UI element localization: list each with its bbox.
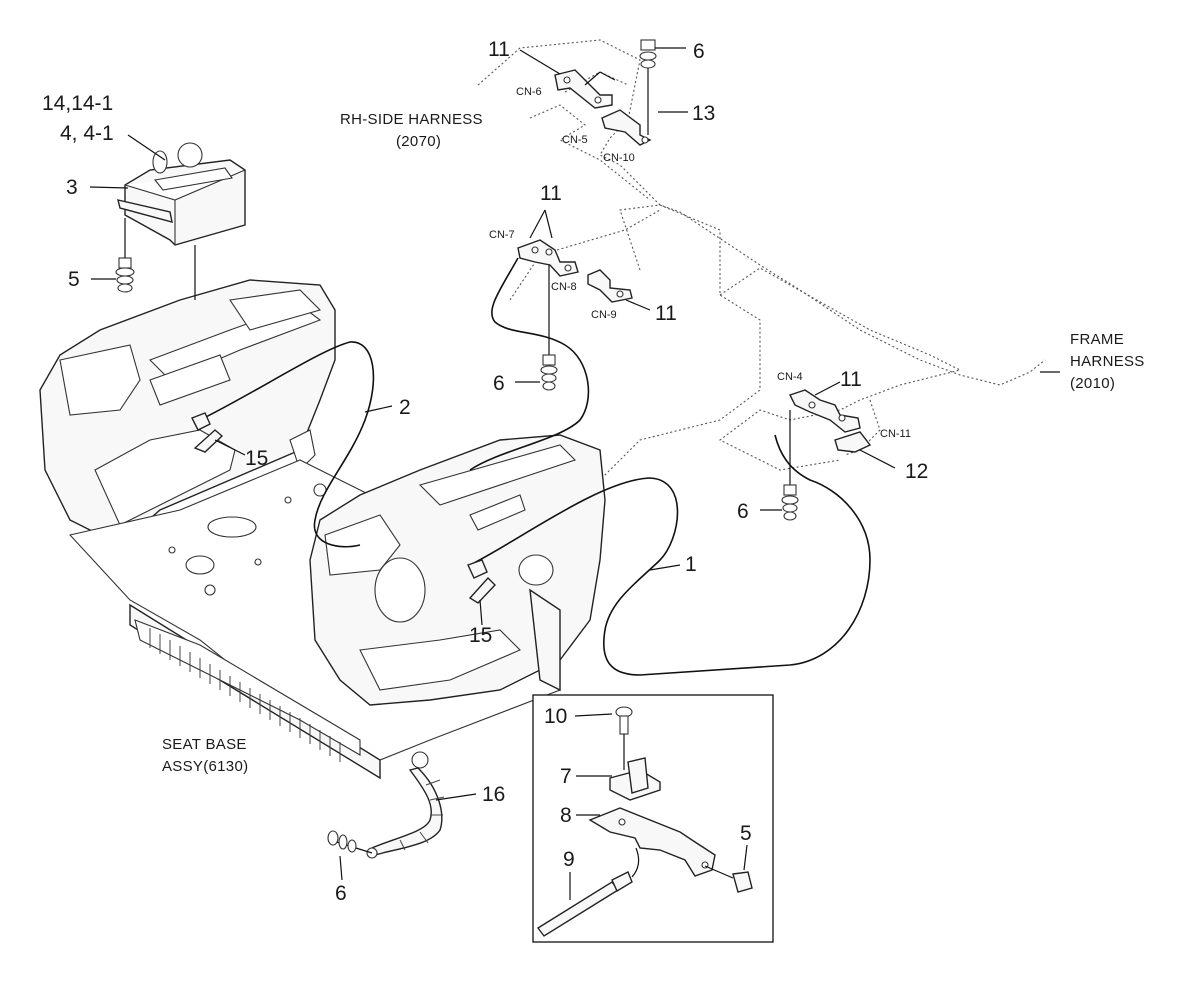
frame-harness-outline	[509, 204, 962, 481]
harness-wire-cn-7-8	[469, 257, 590, 471]
label-item-9: 9	[563, 848, 575, 871]
harness-wire-item-2	[199, 341, 375, 548]
label-item-12: 12	[905, 460, 928, 483]
label-item-13: 13	[692, 102, 715, 125]
label-item-6-right: 6	[737, 500, 749, 523]
label-item-11-top: 11	[488, 38, 510, 61]
switch-item-7	[609, 757, 661, 801]
label-item-3: 3	[66, 176, 78, 199]
caption-seat-base-assy: SEAT BASE	[162, 736, 247, 753]
rh-side-harness-outline	[477, 39, 1046, 386]
bolt-item-6-right	[781, 410, 799, 521]
connector-clip-lower	[467, 559, 496, 604]
connector-label-cn-5: CN-5	[562, 134, 588, 146]
leader-lines	[89, 47, 1060, 900]
connector-label-cn-7: CN-7	[489, 229, 515, 241]
bracket-cn-9	[587, 269, 633, 303]
label-item-16: 16	[482, 783, 505, 806]
bracket-item-13	[601, 109, 652, 146]
connector-label-cn-10: CN-10	[603, 152, 635, 164]
label-item-15-lower: 15	[469, 624, 492, 647]
label-item-14: 14,14-1	[42, 92, 113, 115]
label-item-10: 10	[544, 705, 567, 728]
label-item-5-inset: 5	[740, 822, 752, 845]
label-item-1: 1	[685, 553, 697, 576]
bracket-cn-5-6	[554, 69, 613, 109]
label-item-5-left: 5	[68, 268, 80, 291]
bracket-item-8	[588, 807, 716, 877]
connector-clip-upper	[191, 412, 224, 453]
connector-label-cn-4: CN-4	[777, 371, 803, 383]
connector-label-cn-9: CN-9	[591, 309, 617, 321]
screw-item-10	[615, 706, 633, 770]
harness-wire-item-1	[469, 434, 871, 676]
label-item-7: 7	[560, 765, 572, 788]
caption-rh-side-harness: RH-SIDE HARNESS	[340, 111, 483, 128]
caption-frame-harness-line2: HARNESS	[1070, 353, 1145, 370]
ground-strap	[327, 751, 445, 859]
label-item-15-upper: 15	[245, 447, 268, 470]
seat-base-assy	[129, 603, 381, 780]
pin-item-9	[536, 847, 640, 937]
rear-seat-shell	[39, 279, 336, 546]
label-item-4: 4, 4-1	[60, 122, 114, 145]
detail-inset	[532, 694, 774, 943]
bracket-cn-7-8	[517, 239, 579, 277]
label-item-11-cn4: 11	[840, 368, 862, 391]
label-item-6-bottom: 6	[335, 882, 347, 905]
label-item-11-middle: 11	[540, 182, 562, 205]
label-item-11-cn9: 11	[655, 302, 677, 325]
connector-label-cn-8: CN-8	[551, 281, 577, 293]
bolt-item-5-left	[115, 218, 135, 293]
bolt-item-6-top	[639, 39, 657, 135]
connector-label-cn-6: CN-6	[516, 86, 542, 98]
caption-rh-side-harness-code: (2070)	[396, 133, 441, 150]
label-item-6-middle: 6	[493, 372, 505, 395]
caption-frame-harness-code: (2010)	[1070, 375, 1115, 392]
label-item-6-top: 6	[693, 40, 705, 63]
bracket-item-12	[834, 431, 872, 453]
connector-label-cn-11: CN-11	[880, 428, 911, 440]
bolt-item-5-inset	[704, 865, 753, 893]
switch-box	[117, 142, 246, 246]
seat-base-vent-hatch	[149, 628, 341, 762]
caption-frame-harness-line1: FRAME	[1070, 331, 1124, 348]
caption-seat-base-assy-code: ASSY(6130)	[162, 758, 248, 775]
label-item-8: 8	[560, 804, 572, 827]
front-seat-shell	[309, 434, 606, 706]
label-item-2: 2	[399, 396, 411, 419]
bracket-cn-4-11	[789, 389, 861, 433]
